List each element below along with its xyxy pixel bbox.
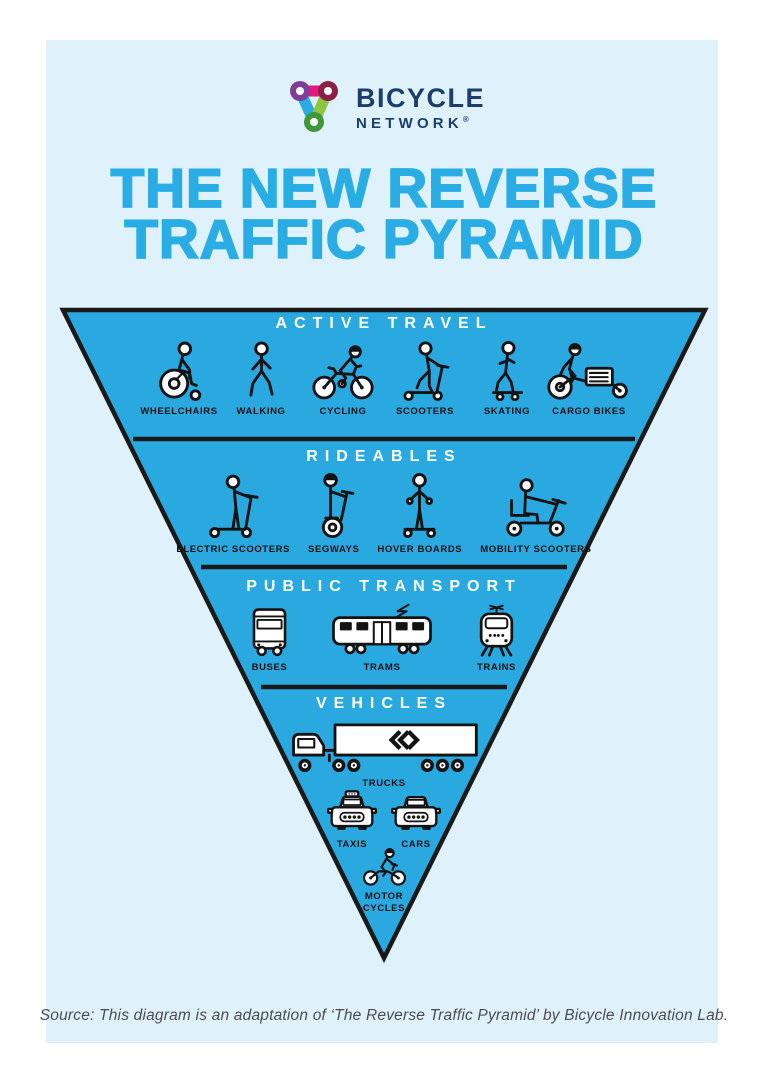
tier-rideables: ELECTRIC SCOOTERS SEGWAYS HOVER: [0, 473, 768, 555]
pyramid-item-segways: SEGWAYS: [304, 473, 363, 555]
registered-mark: ®: [462, 115, 469, 124]
truck-icon: [292, 723, 478, 772]
item-label: SCOOTERS: [395, 406, 455, 417]
item-label: SEGWAYS: [308, 544, 360, 555]
item-label: SKATING: [483, 406, 531, 417]
item-label: MOTOR CYCLES: [362, 891, 406, 915]
brand-name-line2: NETWORK®: [355, 115, 469, 132]
tier-title-rideables: RIDEABLES: [306, 448, 462, 465]
pyramid-item-hover-boards: HOVER BOARDS: [373, 473, 466, 555]
skateboarder-icon: [491, 341, 523, 401]
pyramid-item-trains: TRAINS: [472, 603, 521, 673]
bus-icon: [252, 608, 287, 657]
item-label: BUSES: [251, 662, 288, 673]
pyramid-item-skating: SKATING: [467, 341, 547, 417]
car-icon: [391, 795, 441, 830]
pyramid-item-wheelchairs: WHEELCHAIRS: [139, 341, 219, 417]
brand-name: BICYCLE NETWORK®: [355, 83, 485, 132]
kick-scooter-icon: [402, 341, 449, 401]
item-label: CYCLING: [319, 406, 367, 417]
item-label: HOVER BOARDS: [377, 544, 463, 555]
tier-title-active-travel: ACTIVE TRAVEL: [275, 315, 493, 332]
electric-scooter-icon: [209, 474, 259, 539]
tier-vehicles-cars-row: TAXIS CARS: [0, 790, 768, 850]
pyramid-item-cycling: CYCLING: [303, 344, 383, 417]
mobility-scooter-icon: [506, 478, 567, 537]
truck-wheels: [298, 758, 465, 772]
pyramid-item-trams: TRAMS: [328, 602, 436, 673]
item-label: CARS: [401, 839, 431, 850]
item-label: ELECTRIC SCOOTERS: [176, 544, 291, 555]
tier-title-vehicles: VEHICLES: [315, 695, 452, 712]
page-title-line2: TRAFFIC PYRAMID: [124, 207, 644, 270]
source-note: Source: This diagram is an adaptation of…: [39, 1007, 729, 1024]
pyramid-item-cars: CARS: [389, 790, 443, 850]
item-label: TRUCKS: [362, 778, 406, 789]
pyramid-item-cargo-bikes: CARGO BIKES: [547, 343, 629, 417]
bicycle-network-logo-icon: [289, 81, 338, 132]
walking-person-icon: [248, 341, 274, 397]
pyramid-item-mobility-scooters: MOBILITY SCOOTERS: [476, 475, 595, 555]
item-label: MOBILITY SCOOTERS: [480, 544, 592, 555]
train-icon: [479, 604, 514, 657]
wheelchair-icon: [159, 341, 202, 401]
tier-title-public-transport: PUBLIC TRANSPORT: [246, 578, 522, 595]
item-label: WALKING: [236, 406, 286, 417]
pyramid-item-trucks: TRUCKS: [286, 722, 482, 789]
tier-active-travel: WHEELCHAIRS WALKING CYCLING: [0, 341, 768, 417]
cargo-bike-icon: [547, 343, 628, 400]
tier-public-transport: BUSES TRAMS: [0, 602, 768, 673]
pyramid-item-motor-cycles: MOTOR CYCLES: [352, 848, 416, 916]
tier-vehicles-motorcycles: MOTOR CYCLES: [0, 848, 768, 916]
pyramid-item-taxis: TAXIS: [325, 790, 379, 850]
brand-logo: BICYCLE NETWORK®: [0, 76, 768, 140]
brand-name-line1: BICYCLE: [355, 83, 485, 113]
page-title-line1: THE NEW REVERSE: [110, 157, 658, 219]
pyramid-item-walking: WALKING: [221, 341, 301, 417]
item-label: TAXIS: [336, 839, 368, 850]
cyclist-icon: [312, 345, 374, 400]
page-title: THE NEW REVERSE TRAFFIC PYRAMID: [0, 157, 768, 270]
tier-vehicles-trucks: TRUCKS: [0, 722, 768, 789]
item-label: TRAINS: [477, 662, 516, 673]
item-label: CARGO BIKES: [552, 406, 626, 417]
tram-icon: [332, 603, 432, 655]
taxi-icon: [327, 790, 377, 830]
motorcycle-icon: [362, 848, 406, 886]
pyramid-item-electric-scooters: ELECTRIC SCOOTERS: [172, 473, 294, 555]
pyramid-item-buses: BUSES: [247, 607, 292, 673]
pyramid-item-scooters: SCOOTERS: [385, 341, 465, 417]
segway-icon: [322, 473, 355, 539]
hoverboard-icon: [403, 473, 437, 539]
item-label: TRAMS: [363, 662, 401, 673]
item-label: WHEELCHAIRS: [140, 406, 218, 417]
